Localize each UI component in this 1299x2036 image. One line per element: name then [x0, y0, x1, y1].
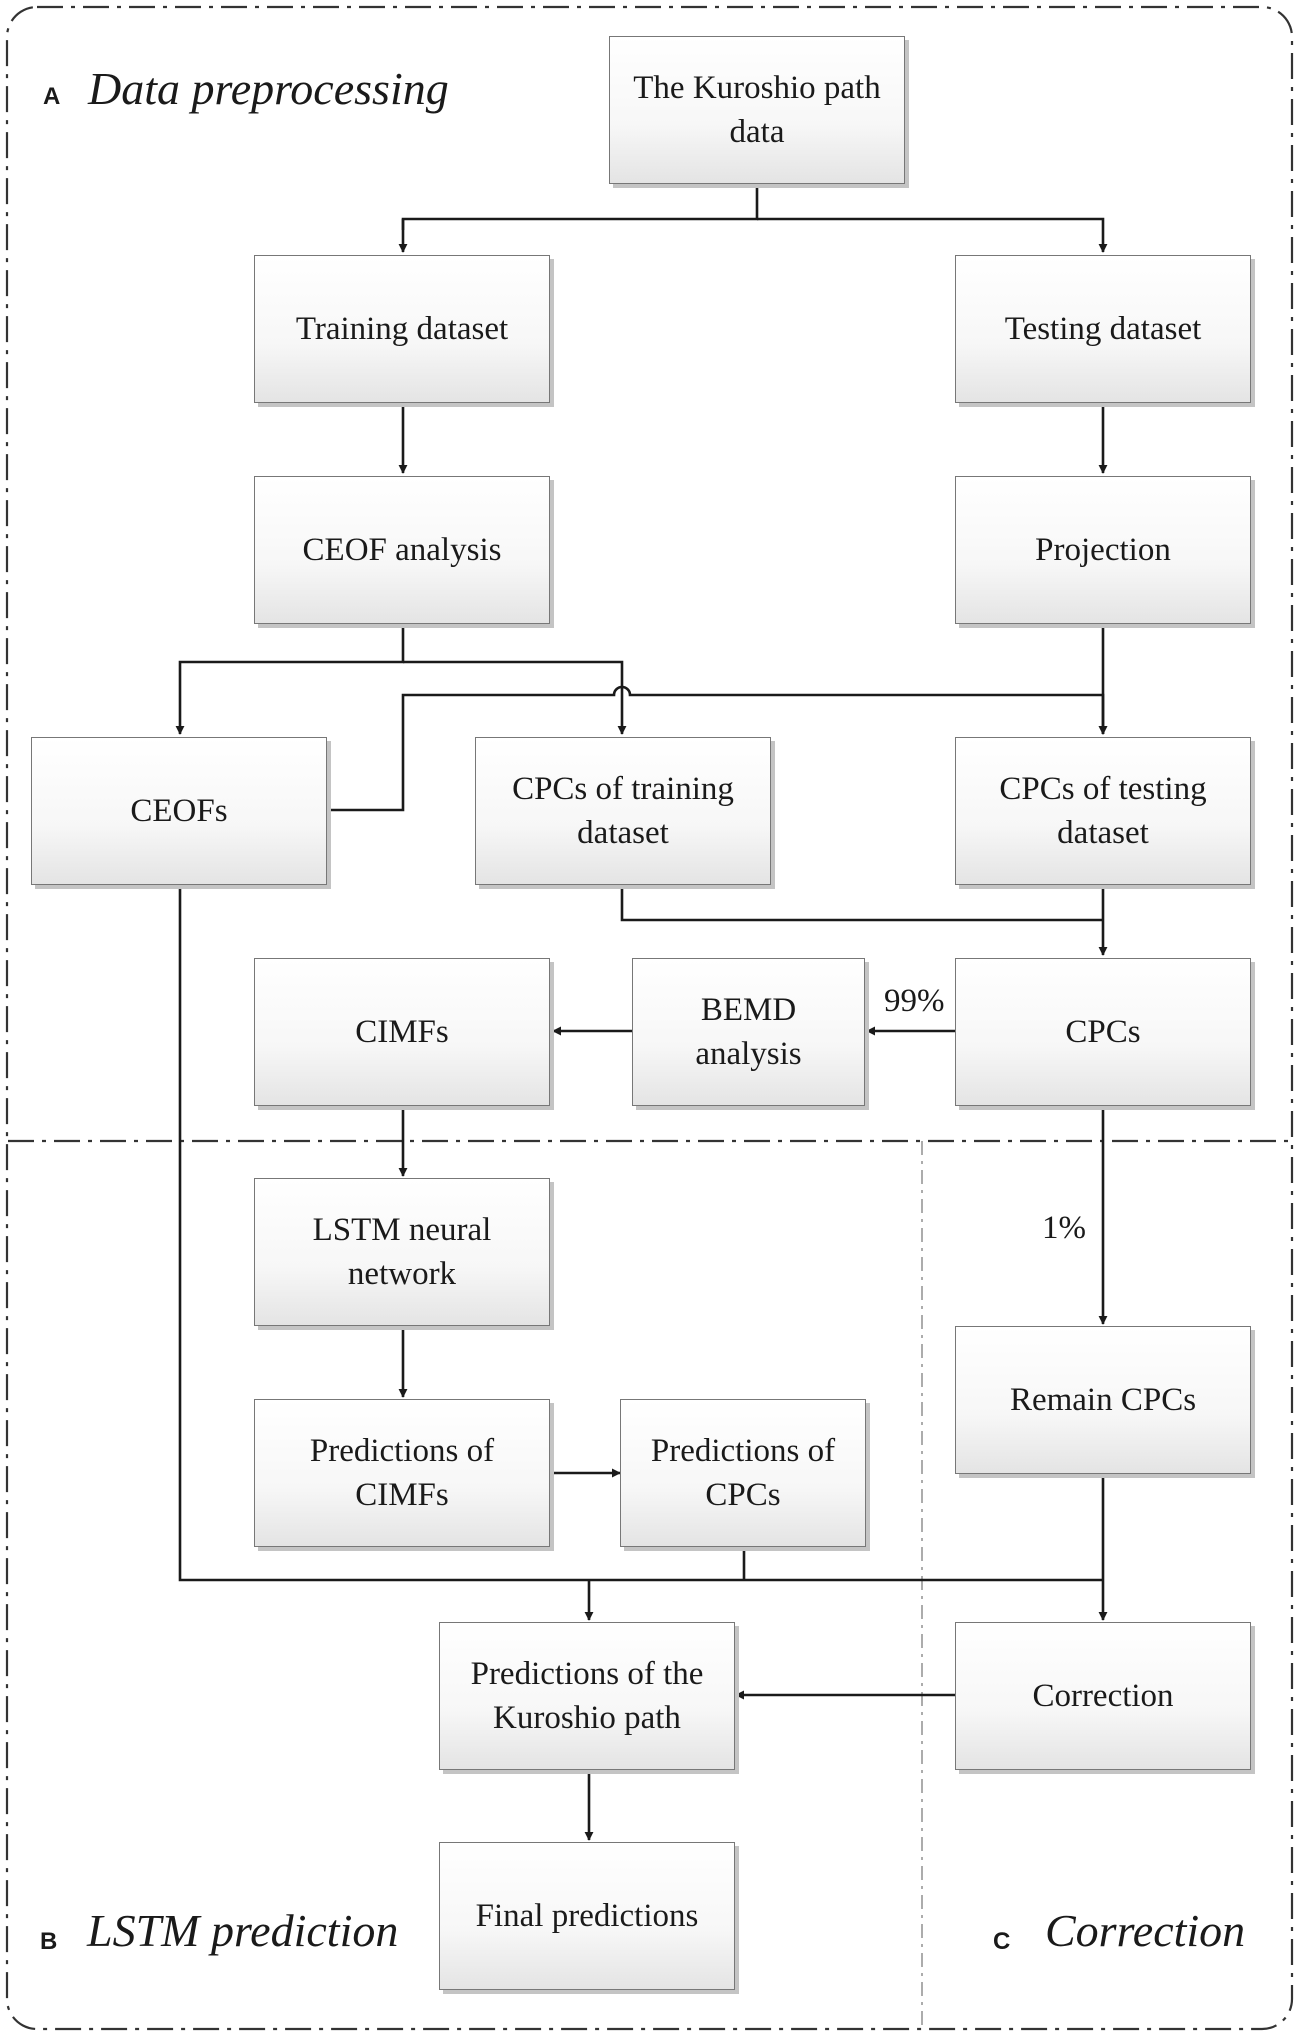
connectors — [175, 185, 1108, 1841]
node-cpcs-training-dataset: CPCs of training dataset — [475, 737, 771, 885]
node-ceofs: CEOFs — [31, 737, 327, 885]
edge-label-1-percent: 1% — [1042, 1210, 1086, 1246]
section-borders — [5, 5, 1294, 2031]
edge-data-to-testing — [757, 217, 1108, 253]
node-projection: Projection — [955, 476, 1251, 624]
edge-cpcs-training-to-cpcs — [620, 885, 1103, 922]
edge-ceof-to-cpcs-training — [403, 660, 627, 735]
node-training-dataset: Training dataset — [254, 255, 550, 403]
section-b-letter: B — [40, 1928, 58, 1955]
node-predictions-of-cimfs: Predictions of CIMFs — [254, 1399, 550, 1547]
edge-ceofs-to-cpcs-testing — [329, 685, 1108, 812]
edge-label-99-percent: 99% — [884, 983, 945, 1019]
node-cpcs-testing-dataset: CPCs of testing dataset — [955, 737, 1251, 885]
node-testing-dataset: Testing dataset — [955, 255, 1251, 403]
edge-ceofs-down — [178, 885, 1103, 1582]
node-predictions-of-cpcs: Predictions of CPCs — [620, 1399, 866, 1547]
outer-border — [5, 5, 1294, 2031]
edge-ceof-to-ceofs — [175, 625, 405, 735]
node-correction: Correction — [955, 1622, 1251, 1770]
node-ceof-analysis: CEOF analysis — [254, 476, 550, 624]
node-lstm-neural-network: LSTM neural network — [254, 1178, 550, 1326]
section-a-letter: A — [43, 83, 61, 110]
node-kuroshio-path-data: The Kuroshio path data — [609, 36, 905, 184]
section-c-letter: C — [993, 1928, 1011, 1955]
node-final-predictions: Final predictions — [439, 1842, 735, 1990]
edge-data-split — [401, 185, 759, 230]
node-predictions-of-kuroshio-path: Predictions of the Kuroshio path — [439, 1622, 735, 1770]
node-remain-cpcs: Remain CPCs — [955, 1326, 1251, 1474]
node-cimfs: CIMFs — [254, 958, 550, 1106]
node-cpcs: CPCs — [955, 958, 1251, 1106]
section-a-title: Data preprocessing — [88, 63, 449, 114]
node-bemd-analysis: BEMD analysis — [632, 958, 865, 1106]
section-b-title: LSTM prediction — [87, 1905, 399, 1956]
section-c-title: Correction — [1045, 1905, 1246, 1956]
